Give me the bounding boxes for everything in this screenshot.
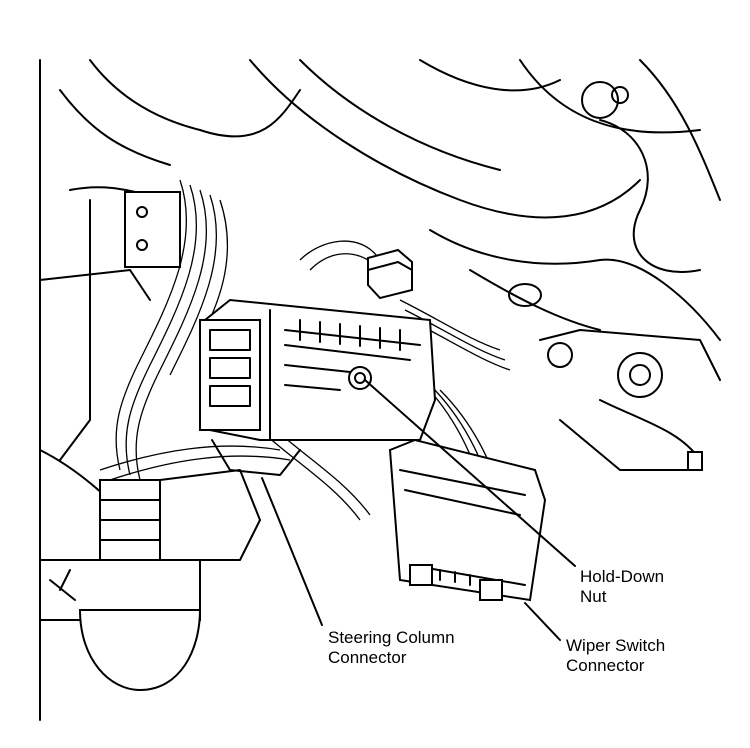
- callout-hold-down-nut-line2: Nut: [580, 587, 607, 606]
- callout-wiper-switch-connector: Wiper Switch Connector: [566, 636, 665, 676]
- callout-hold-down-nut: Hold-Down Nut: [580, 567, 664, 607]
- steering-column-connector-block: [199, 298, 437, 476]
- callout-hold-down-nut-line1: Hold-Down: [580, 567, 665, 586]
- leader-hold-down-nut: [364, 379, 576, 567]
- leader-wiper-switch-connector: [524, 602, 561, 641]
- callout-steering-column-connector: Steering Column Connector: [328, 628, 455, 668]
- lower-left-component: [39, 469, 261, 692]
- upper-engine-components: [39, 59, 721, 721]
- callout-steering-column-line2: Connector: [328, 648, 407, 667]
- upper-connector: [367, 248, 413, 300]
- callout-steering-column-line1: Steering Column: [328, 628, 455, 647]
- callout-wiper-switch-line2: Connector: [566, 656, 645, 675]
- wiper-switch-connector-body: [388, 438, 547, 602]
- callout-wiper-switch-line1: Wiper Switch: [566, 636, 666, 655]
- leader-steering-column-connector: [261, 477, 323, 626]
